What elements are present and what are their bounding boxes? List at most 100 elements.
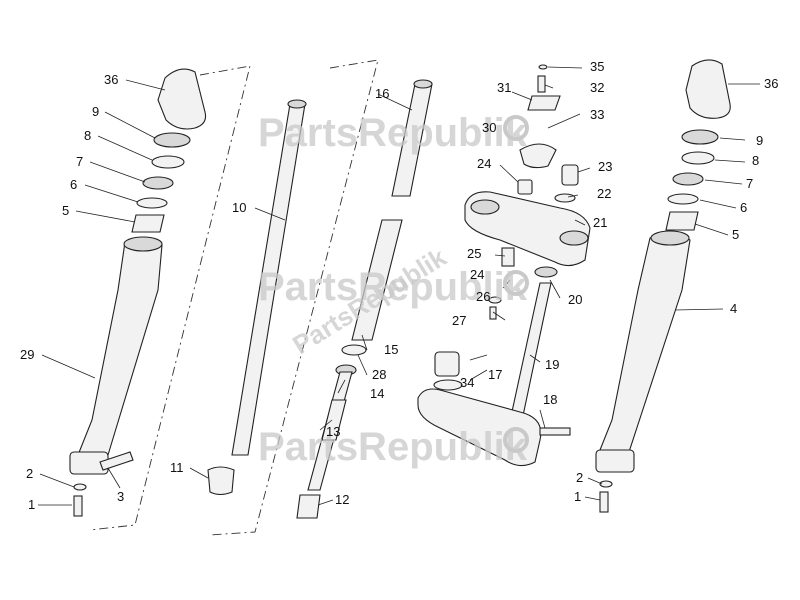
bottom-washer-right xyxy=(599,480,613,488)
washer-22 xyxy=(554,193,576,203)
seal-left xyxy=(153,132,191,148)
label-2-left: 2 xyxy=(26,466,33,481)
watermark-gear-icon-2 xyxy=(503,270,529,296)
label-22: 22 xyxy=(597,186,611,201)
washer-left xyxy=(136,197,168,209)
bottom-screw-left xyxy=(73,495,83,517)
o-ring-34 xyxy=(433,379,463,391)
label-8-left: 8 xyxy=(84,128,91,143)
label-9-left: 9 xyxy=(92,104,99,119)
ring-left xyxy=(142,176,174,190)
label-21: 21 xyxy=(593,215,607,230)
steering-stem-group xyxy=(417,64,591,467)
label-30: 30 xyxy=(482,120,496,135)
label-23: 23 xyxy=(598,159,612,174)
fork-slider-left xyxy=(77,238,163,456)
label-33: 33 xyxy=(590,107,604,122)
label-26: 26 xyxy=(476,289,490,304)
label-7-left: 7 xyxy=(76,154,83,169)
label-28: 28 xyxy=(372,367,386,382)
bushing-11 xyxy=(207,466,235,496)
washer-right xyxy=(667,193,699,205)
seal-right xyxy=(681,129,719,145)
damper-group xyxy=(296,79,433,519)
label-32: 32 xyxy=(590,80,604,95)
watermark-gear-icon-3 xyxy=(503,427,529,453)
end-piece-12 xyxy=(296,494,321,519)
label-2-right: 2 xyxy=(576,470,583,485)
leader-lines xyxy=(38,66,760,506)
small-ring-35 xyxy=(538,64,548,70)
label-20: 20 xyxy=(568,292,582,307)
label-35: 35 xyxy=(590,59,604,74)
clamp-bolt-left xyxy=(99,451,134,471)
fork-cap-left xyxy=(157,68,207,130)
label-17: 17 xyxy=(488,367,502,382)
inner-tube-top xyxy=(287,99,307,109)
label-24-upper: 24 xyxy=(477,156,491,171)
label-6-right: 6 xyxy=(740,200,747,215)
label-34: 34 xyxy=(460,375,474,390)
plug-23 xyxy=(561,164,579,186)
label-36-right: 36 xyxy=(764,76,778,91)
ring-right xyxy=(672,172,704,186)
slider-top-right xyxy=(650,230,690,246)
label-12: 12 xyxy=(335,492,349,507)
label-27: 27 xyxy=(452,313,466,328)
rod-spring-13 xyxy=(321,399,347,441)
bushing-left xyxy=(131,214,165,233)
bottom-triple-clamp xyxy=(417,388,542,467)
bearing-20 xyxy=(534,266,558,278)
label-19: 19 xyxy=(545,357,559,372)
label-7-right: 7 xyxy=(746,176,753,191)
label-5-right: 5 xyxy=(732,227,739,242)
inner-tube-group xyxy=(207,99,307,496)
label-10: 10 xyxy=(232,200,246,215)
ring-28 xyxy=(341,344,367,356)
watermark-gear-icon-1 xyxy=(503,115,529,141)
slider-top-left xyxy=(123,236,163,252)
label-18: 18 xyxy=(543,392,557,407)
watermark-text-3: PartsRepublik xyxy=(258,425,528,469)
bracket-33 xyxy=(519,143,557,169)
label-31: 31 xyxy=(497,80,511,95)
bushing-right xyxy=(665,211,699,231)
part-number-labels: 36 9 8 7 6 5 29 2 1 3 10 11 12 16 15 28 … xyxy=(20,59,778,512)
label-8-right: 8 xyxy=(752,153,759,168)
stem-nut-25 xyxy=(501,247,515,267)
label-11: 11 xyxy=(170,460,184,475)
label-29: 29 xyxy=(20,347,34,362)
clamp-31 xyxy=(527,95,561,111)
fork-tube-16-top xyxy=(413,79,433,89)
label-6-left: 6 xyxy=(70,177,77,192)
bottom-washer-left xyxy=(73,483,87,491)
label-4: 4 xyxy=(730,301,737,316)
fork-cap-right xyxy=(685,59,731,119)
label-13: 13 xyxy=(326,424,340,439)
label-9-right: 9 xyxy=(756,133,763,148)
left-fork-leg-assembly xyxy=(69,68,207,517)
top-clamp-hole-right xyxy=(559,230,589,246)
spring-15 xyxy=(351,219,403,341)
washer-26 xyxy=(488,296,502,304)
clip-right xyxy=(681,151,715,165)
screw-32 xyxy=(537,75,546,93)
top-clamp-hole-left xyxy=(470,199,500,215)
label-15: 15 xyxy=(384,342,398,357)
label-25: 25 xyxy=(467,246,481,261)
label-1-right: 1 xyxy=(574,489,581,504)
nut-24 xyxy=(517,179,533,195)
label-1-left: 1 xyxy=(28,497,35,512)
label-14: 14 xyxy=(370,386,384,401)
plug-17 xyxy=(434,351,460,377)
label-3: 3 xyxy=(117,489,124,504)
label-5-left: 5 xyxy=(62,203,69,218)
fork-slider-right xyxy=(597,233,691,456)
label-36-left: 36 xyxy=(104,72,118,87)
watermark-text-2: PartsRepublik xyxy=(258,265,528,309)
right-fork-leg-assembly xyxy=(595,59,731,513)
bottom-screw-right xyxy=(599,491,609,513)
axle-clamp-right xyxy=(595,449,635,473)
